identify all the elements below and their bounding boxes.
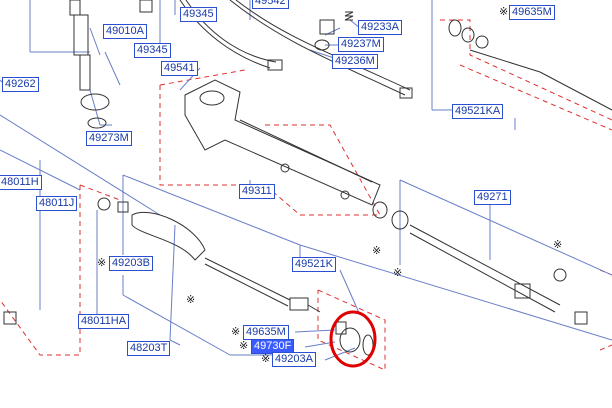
part-label-49271[interactable]: 49271 [474, 190, 511, 205]
reference-mark: ※ [239, 339, 249, 352]
part-label-48011H[interactable]: 48011H [0, 175, 42, 190]
part-label-49635M-top[interactable]: 49635M [509, 5, 555, 20]
part-label-49010A[interactable]: 49010A [103, 24, 147, 39]
part-label-48011J[interactable]: 48011J [36, 196, 78, 211]
reference-mark: ※ [231, 325, 241, 338]
reference-mark: ※ [553, 238, 563, 251]
part-label-49345-top[interactable]: 49345 [180, 7, 217, 22]
dashed-boundary-lines [0, 19, 612, 371]
part-label-49273M[interactable]: 49273M [86, 131, 132, 146]
leader-lines [0, 0, 612, 361]
part-label-49542[interactable]: 49542 [252, 0, 289, 9]
part-label-49203A[interactable]: 49203A [272, 352, 316, 367]
reference-mark: ※ [261, 352, 271, 365]
part-label-49262[interactable]: 49262 [2, 77, 39, 92]
part-label-49521KA[interactable]: 49521KA [452, 104, 504, 119]
part-label-49236M[interactable]: 49236M [332, 54, 378, 69]
reference-mark: ※ [499, 5, 509, 18]
part-label-48203T[interactable]: 48203T [127, 341, 171, 356]
part-label-49233A[interactable]: 49233A [358, 20, 402, 35]
part-label-49541[interactable]: 49541 [161, 61, 198, 76]
part-label-49521K[interactable]: 49521K [292, 257, 336, 272]
reference-mark: ※ [372, 244, 382, 257]
part-label-49345[interactable]: 49345 [134, 43, 171, 58]
highlight-callout-circle [329, 310, 377, 368]
reference-mark: ※ [97, 256, 107, 269]
part-label-49311[interactable]: 49311 [239, 184, 275, 199]
reference-mark: ※ [393, 266, 403, 279]
part-label-49203B[interactable]: 49203B [109, 256, 153, 271]
part-label-49237M[interactable]: 49237M [338, 37, 384, 52]
reference-mark: ※ [186, 293, 196, 306]
part-label-48011HA[interactable]: 48011HA [78, 314, 130, 329]
drawn-parts [3, 0, 612, 356]
part-label-49635M[interactable]: 49635M [243, 325, 289, 340]
